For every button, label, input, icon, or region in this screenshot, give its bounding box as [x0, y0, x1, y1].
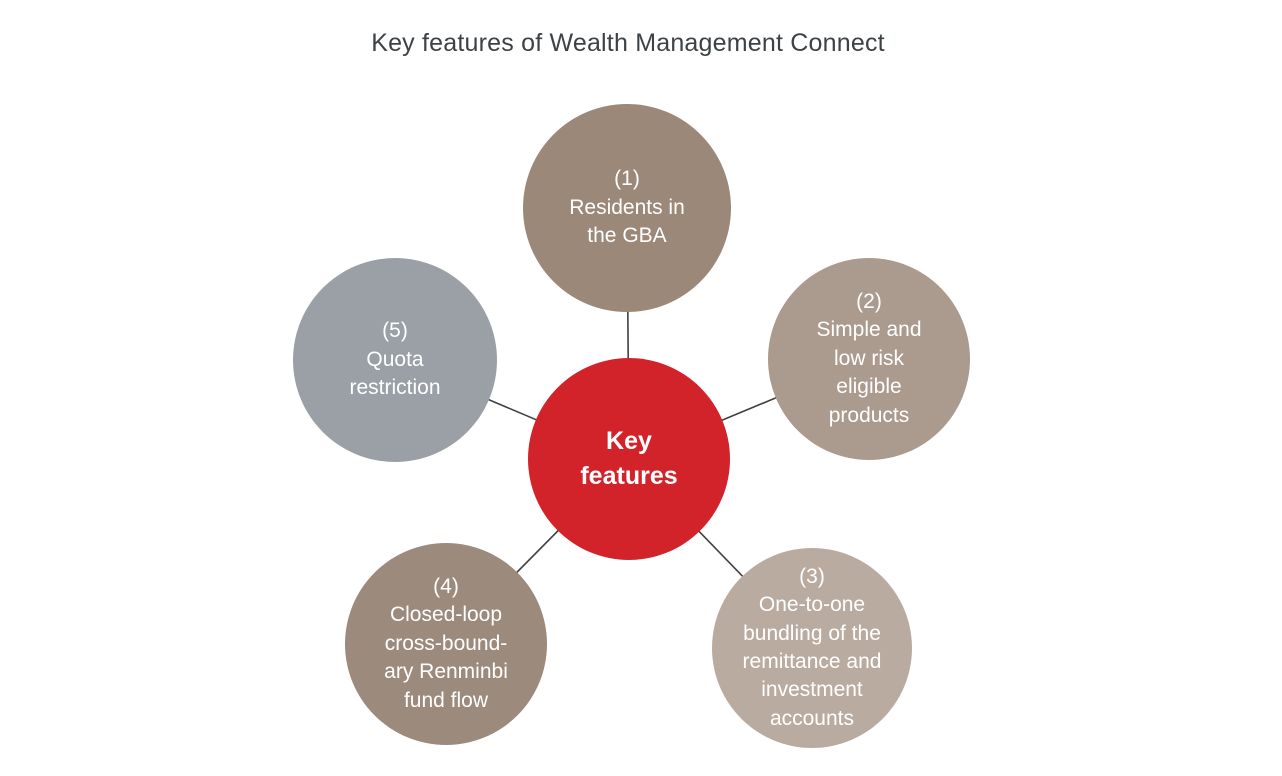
node-label: Residents in the GBA [569, 195, 685, 248]
node-label: Closed-loop cross-bound- ary Renminbi fu… [384, 603, 508, 712]
node-number: (2) [856, 290, 882, 314]
node-label: Quota restriction [349, 347, 441, 400]
node-number: (3) [799, 564, 825, 588]
node-circle-eligible-products: (2) Simple and low risk eligible product… [768, 258, 970, 460]
page-title: Key features of Wealth Management Connec… [371, 29, 885, 57]
node-number: (5) [382, 319, 408, 343]
node-circle-residents-gba: (1) Residents in the GBA [523, 104, 731, 312]
center-node-label: Key features [580, 427, 678, 490]
node-label: One-to-one bundling of the remittance an… [742, 593, 882, 730]
node-circle-closed-loop-fund-flow: (4) Closed-loop cross-bound- ary Renminb… [345, 543, 547, 745]
node-number: (1) [614, 167, 640, 191]
node-circle-account-bundling: (3) One-to-one bundling of the remittanc… [712, 548, 912, 748]
node-number: (4) [433, 575, 459, 599]
center-node-key-features: Key features [528, 358, 730, 560]
node-circle-quota-restriction: (5) Quota restriction [293, 258, 497, 462]
node-label: Simple and low risk eligible products [816, 318, 922, 427]
